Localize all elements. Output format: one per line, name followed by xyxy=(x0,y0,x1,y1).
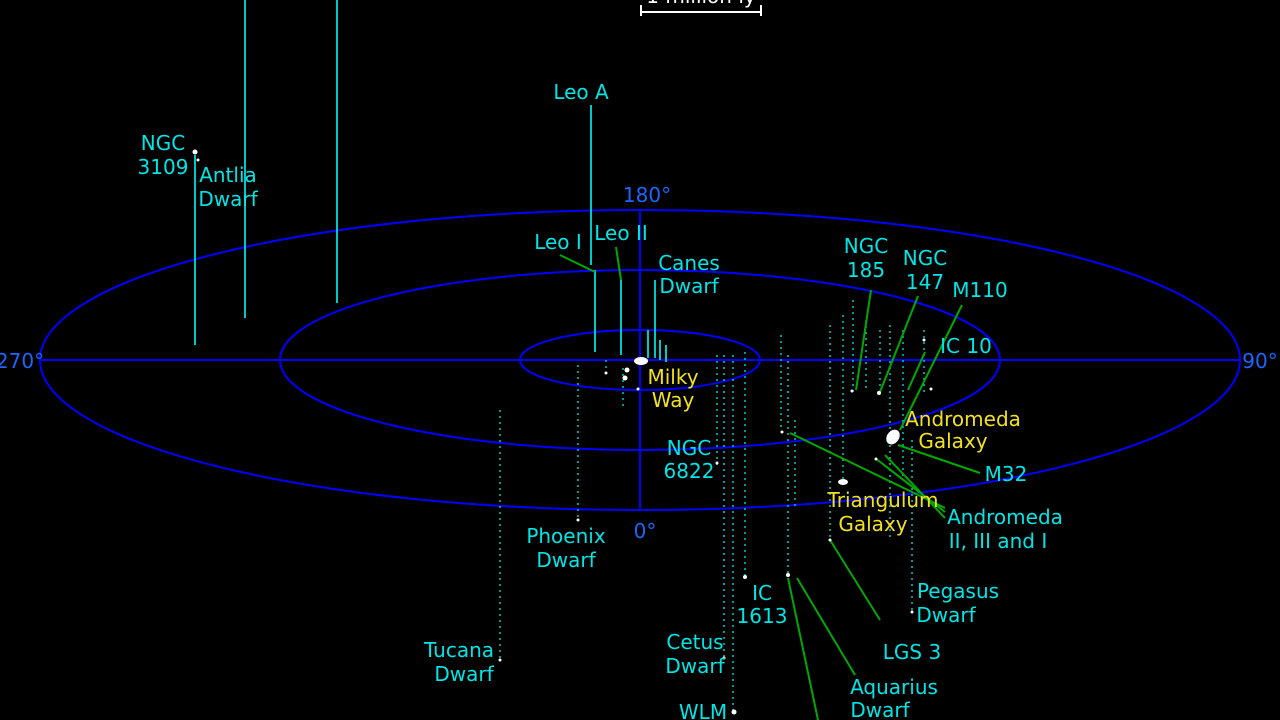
leader-aquarius xyxy=(796,577,856,676)
label-antlia-line1: Antlia xyxy=(199,163,257,187)
stems-below-plane xyxy=(499,300,925,712)
mw-sat-dot-4 xyxy=(636,387,640,391)
label-milky-way-line1: Milky xyxy=(647,365,698,389)
lgs3-dot xyxy=(828,538,832,542)
label-wlm: WLM xyxy=(679,700,727,720)
aquarius-dot xyxy=(786,573,790,577)
label-phoenix-line1: Phoenix xyxy=(526,524,606,548)
leader-leo-i xyxy=(559,254,596,273)
ic10-top-dot xyxy=(922,338,926,342)
label-tucana-line1: Tucana xyxy=(423,638,494,662)
label-m32: M32 xyxy=(985,462,1028,486)
label-triangulum-line2: Galaxy xyxy=(838,512,907,536)
label-andro-sats-line2: II, III and I xyxy=(949,529,1047,553)
milky-way-dot xyxy=(634,357,648,365)
label-pegasus-line2: Dwarf xyxy=(916,603,976,627)
label-leo-ii: Leo II xyxy=(594,221,648,245)
label-m110: M110 xyxy=(952,278,1007,302)
ic10-dot xyxy=(929,387,933,391)
ngc185-dot xyxy=(850,389,854,393)
label-ngc6822-line2: 6822 xyxy=(664,459,715,483)
leader-ic10 xyxy=(907,351,926,391)
angle-270: 270° xyxy=(0,349,44,373)
label-ngc185-line2: 185 xyxy=(847,258,885,282)
leader-m110 xyxy=(899,304,963,431)
leader-lines xyxy=(559,246,981,720)
label-antlia-line2: Dwarf xyxy=(198,187,258,211)
leader-andro-sats-1 xyxy=(789,432,946,509)
label-ngc185-line1: NGC xyxy=(844,234,888,258)
leader-lgs3 xyxy=(829,539,881,621)
ngc3109-dot xyxy=(192,149,198,155)
leader-ngc147 xyxy=(879,295,919,393)
label-milky-way-line2: Way xyxy=(652,388,695,412)
angle-180: 180° xyxy=(623,183,671,207)
andromeda-dot xyxy=(886,429,900,445)
scale-bar-label: 1 million ly xyxy=(646,0,756,8)
ngc147-dot xyxy=(877,391,881,395)
label-aquarius-line1: Aquarius xyxy=(850,675,938,699)
angle-0: 0° xyxy=(634,519,657,543)
label-tucana-line2: Dwarf xyxy=(434,662,494,686)
wlm-dot xyxy=(731,709,737,715)
tucana-dot xyxy=(498,658,502,662)
label-andro-sats-line1: Andromeda xyxy=(947,505,1063,529)
ngc6822-dot xyxy=(715,461,719,465)
major-galaxy-labels: Milky Way Andromeda Galaxy Triangulum Ga… xyxy=(647,365,1020,536)
label-pegasus-line1: Pegasus xyxy=(917,579,999,603)
galaxy-dots xyxy=(192,149,933,715)
label-triangulum-line1: Triangulum xyxy=(826,488,938,512)
m32-dot xyxy=(874,457,878,461)
label-ngc3109-line2: 3109 xyxy=(138,155,189,179)
label-ngc147-line2: 147 xyxy=(906,270,944,294)
stems-above-plane xyxy=(194,0,667,362)
ic1613-dot xyxy=(743,575,747,579)
mw-sat-dot-1 xyxy=(624,367,630,373)
angle-labels: 180° 0° 90° 270° xyxy=(0,183,1278,543)
label-aquarius-line2: Dwarf xyxy=(850,698,910,720)
mw-sat-dot-3 xyxy=(604,371,608,375)
label-ngc3109-line1: NGC xyxy=(141,131,185,155)
label-canes-line2: Dwarf xyxy=(659,274,719,298)
galaxy-labels: Leo A NGC 3109 Antlia Dwarf Leo I Leo II… xyxy=(138,80,1063,720)
leader-leo-ii xyxy=(615,246,622,281)
label-phoenix-line2: Dwarf xyxy=(536,548,596,572)
label-canes-line1: Canes xyxy=(658,251,720,275)
leader-ngc185 xyxy=(855,289,872,391)
label-leo-i: Leo I xyxy=(534,230,582,254)
leader-m32 xyxy=(897,444,981,474)
phoenix-dot xyxy=(576,518,580,522)
label-cetus-line1: Cetus xyxy=(666,630,723,654)
cetus-dot xyxy=(722,656,726,660)
label-ic10: IC 10 xyxy=(940,334,992,358)
leader-lower xyxy=(787,577,819,720)
antlia-dot xyxy=(196,158,200,162)
mw-sat-dot-2 xyxy=(622,375,628,381)
triangulum-dot xyxy=(838,479,848,485)
leader-andro-sats-3 xyxy=(884,454,946,519)
label-ic1613-line1: IC xyxy=(752,581,772,605)
angle-90: 90° xyxy=(1242,349,1277,373)
label-ic1613-line2: 1613 xyxy=(737,604,788,628)
scale-bar: 1 million ly xyxy=(640,0,762,16)
label-andromeda-line1: Andromeda xyxy=(905,407,1021,431)
label-andromeda-line2: Galaxy xyxy=(918,429,987,453)
label-lgs3: LGS 3 xyxy=(883,640,941,664)
label-cetus-line2: Dwarf xyxy=(665,654,725,678)
label-ngc147-line1: NGC xyxy=(903,246,947,270)
label-ngc6822-line1: NGC xyxy=(667,436,711,460)
pegasus-dot xyxy=(910,610,914,614)
label-leo-a: Leo A xyxy=(553,80,609,104)
andro-sat-dot xyxy=(780,430,784,434)
leader-andro-sats-2 xyxy=(874,457,946,513)
